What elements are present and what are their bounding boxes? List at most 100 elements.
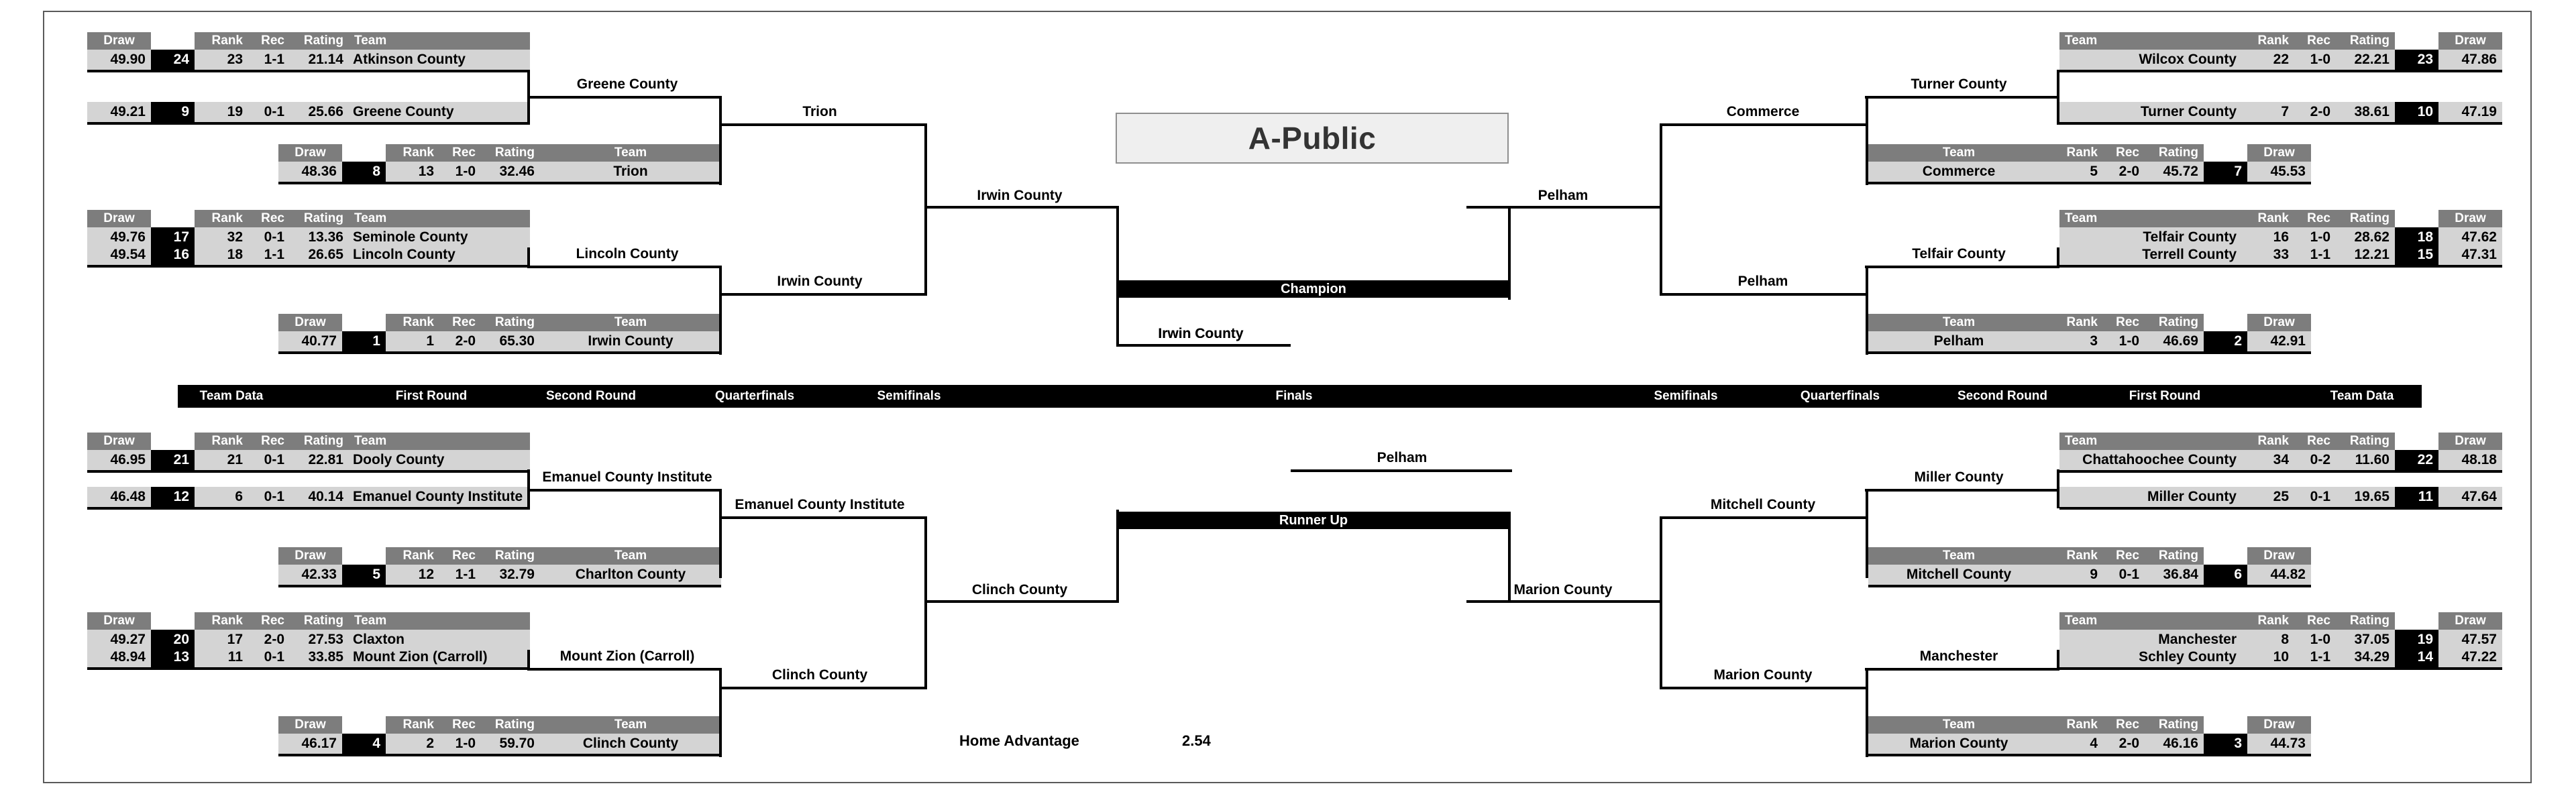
connector-horizontal [1865, 96, 2059, 99]
cell-seed: 17 [151, 227, 195, 247]
table-row[interactable]: 49.90 24 23 1-1 21.14 Atkinson County [87, 50, 530, 72]
header-rec: Rec [2103, 716, 2145, 734]
table-header-row: Draw Rank Rec Rating Team [87, 612, 530, 630]
cell-team: Atkinson County [349, 50, 530, 70]
connector-vertical [527, 650, 530, 671]
cell-draw: 49.90 [87, 50, 151, 70]
table-row[interactable]: 40.77 1 1 2-0 65.30 Irwin County [278, 331, 721, 354]
cell-rec: 1-0 [2294, 227, 2336, 247]
cell-rec: 1-0 [2294, 50, 2336, 70]
connector-horizontal [527, 489, 722, 492]
header-rank: Rank [2049, 314, 2103, 331]
table-row[interactable]: Turner County 7 2-0 38.61 10 47.19 [2059, 102, 2502, 125]
winner-label-right-top2-r1: Telfair County [1912, 246, 2006, 262]
header-rating: Rating [481, 716, 540, 734]
cell-rating: 65.30 [481, 331, 540, 351]
header-rating: Rating [2336, 32, 2395, 50]
header-rating: Rating [2336, 433, 2395, 450]
table-row[interactable]: 49.54 16 18 1-1 26.65 Lincoln County [87, 245, 530, 268]
cell-team: Emanuel County Institute [349, 487, 530, 507]
round-label-team-data-right: Team Data [2330, 389, 2394, 403]
cell-rank: 33 [2241, 245, 2294, 265]
connector-vertical [1866, 489, 1868, 578]
connector-vertical [719, 266, 722, 355]
bracket-title-box: A-Public [1116, 113, 1509, 164]
cell-seed: 3 [2204, 734, 2247, 754]
cell-rating: 27.53 [290, 630, 349, 650]
header-team: Team [2059, 433, 2241, 450]
table-row[interactable]: 46.17 4 2 1-0 59.70 Clinch County [278, 734, 721, 756]
header-rank: Rank [2049, 547, 2103, 565]
cell-team: Charlton County [540, 565, 721, 585]
cell-rec: 0-1 [248, 647, 290, 667]
table-row[interactable]: Marion County 4 2-0 46.16 3 44.73 [1868, 734, 2311, 756]
header-draw: Draw [87, 32, 151, 50]
cell-seed: 21 [151, 450, 195, 470]
header-team: Team [1868, 547, 2049, 565]
cell-draw: 47.62 [2438, 227, 2502, 247]
table-row[interactable]: Wilcox County 22 1-0 22.21 23 47.86 [2059, 50, 2502, 72]
table-row[interactable]: Miller County 25 0-1 19.65 11 47.64 [2059, 487, 2502, 510]
winner-label-right-top-r1: Turner County [1911, 76, 2007, 92]
cell-rating: 12.21 [2336, 245, 2395, 265]
table-right-bot-round1: Team Rank Rec Rating Draw Chattahoochee … [2059, 433, 2502, 473]
header-draw: Draw [2247, 314, 2311, 331]
cell-rec: 2-0 [248, 630, 290, 650]
table-row[interactable]: Manchester 8 1-0 37.05 19 47.57 [2059, 630, 2502, 652]
page-title: A-Public [1248, 121, 1377, 156]
table-row[interactable]: 48.36 8 13 1-0 32.46 Trion [278, 162, 721, 184]
table-right-bot-round1-b: Miller County 25 0-1 19.65 11 47.64 [2059, 487, 2502, 510]
cell-seed: 23 [2395, 50, 2438, 70]
cell-rec: 0-1 [248, 450, 290, 470]
table-row[interactable]: 48.94 13 11 0-1 33.85 Mount Zion (Carrol… [87, 647, 530, 670]
winner-label-left-top2-r1: Lincoln County [576, 246, 679, 262]
header-seed-spacer [151, 32, 195, 50]
table-row[interactable]: 49.27 20 17 2-0 27.53 Claxton [87, 630, 530, 652]
table-row[interactable]: 46.48 12 6 0-1 40.14 Emanuel County Inst… [87, 487, 530, 510]
header-rank: Rank [2241, 32, 2294, 50]
connector-horizontal [1865, 668, 2059, 671]
header-rec: Rec [2103, 144, 2145, 162]
table-row[interactable]: Pelham 3 1-0 46.69 2 42.91 [1868, 331, 2311, 354]
winner-label-right-bot-r1: Miller County [1914, 469, 2004, 485]
home-advantage-label: Home Advantage [959, 732, 1079, 749]
header-seed-spacer [2395, 32, 2438, 50]
connector-vertical [719, 96, 722, 185]
cell-team: Marion County [1868, 734, 2049, 754]
table-row[interactable]: Commerce 5 2-0 45.72 7 45.53 [1868, 162, 2311, 184]
cell-rating: 19.65 [2336, 487, 2395, 507]
table-left-top-round1-b: 49.21 9 19 0-1 25.66 Greene County [87, 102, 530, 125]
table-row[interactable]: Terrell County 33 1-1 12.21 15 47.31 [2059, 245, 2502, 268]
cell-rating: 46.69 [2145, 331, 2204, 351]
table-row[interactable]: Schley County 10 1-1 34.29 14 47.22 [2059, 647, 2502, 670]
table-header-row: Draw Rank Rec Rating Team [278, 144, 721, 162]
header-rank: Rank [386, 314, 439, 331]
table-row[interactable]: 49.21 9 19 0-1 25.66 Greene County [87, 102, 530, 125]
table-row[interactable]: Chattahoochee County 34 0-2 11.60 22 48.… [2059, 450, 2502, 473]
table-right-bot-round2: Team Rank Rec Rating Draw Mitchell Count… [1868, 547, 2311, 587]
table-right-bot2-round1-b: Schley County 10 1-1 34.29 14 47.22 [2059, 647, 2502, 670]
table-row[interactable]: Mitchell County 9 0-1 36.84 6 44.82 [1868, 565, 2311, 587]
cell-rank: 1 [386, 331, 439, 351]
header-rec: Rec [248, 612, 290, 630]
header-seed-spacer [342, 716, 386, 734]
table-right-bot2-round2: Team Rank Rec Rating Draw Marion County … [1868, 716, 2311, 756]
table-right-bot2-round1: Team Rank Rec Rating Draw Manchester 8 1… [2059, 612, 2502, 652]
round-label-second-round-right: Second Round [1957, 389, 2048, 403]
winner-label-runnerup: Pelham [1377, 450, 1428, 465]
header-team: Team [349, 433, 530, 450]
table-left-bot2-round1-b: 48.94 13 11 0-1 33.85 Mount Zion (Carrol… [87, 647, 530, 670]
header-team: Team [349, 32, 530, 50]
table-row[interactable]: 46.95 21 21 0-1 22.81 Dooly County [87, 450, 530, 473]
table-left-bot-round2: Draw Rank Rec Rating Team 42.33 5 12 1-1… [278, 547, 721, 587]
table-row[interactable]: 49.76 17 32 0-1 13.36 Seminole County [87, 227, 530, 250]
round-label-second-round-left: Second Round [545, 389, 637, 403]
connector-vertical [1660, 516, 1662, 689]
header-rating: Rating [290, 612, 349, 630]
header-draw: Draw [87, 210, 151, 227]
header-team: Team [1868, 314, 2049, 331]
table-row[interactable]: 42.33 5 12 1-1 32.79 Charlton County [278, 565, 721, 587]
cell-seed: 14 [2395, 647, 2438, 667]
header-rank: Rank [195, 32, 248, 50]
